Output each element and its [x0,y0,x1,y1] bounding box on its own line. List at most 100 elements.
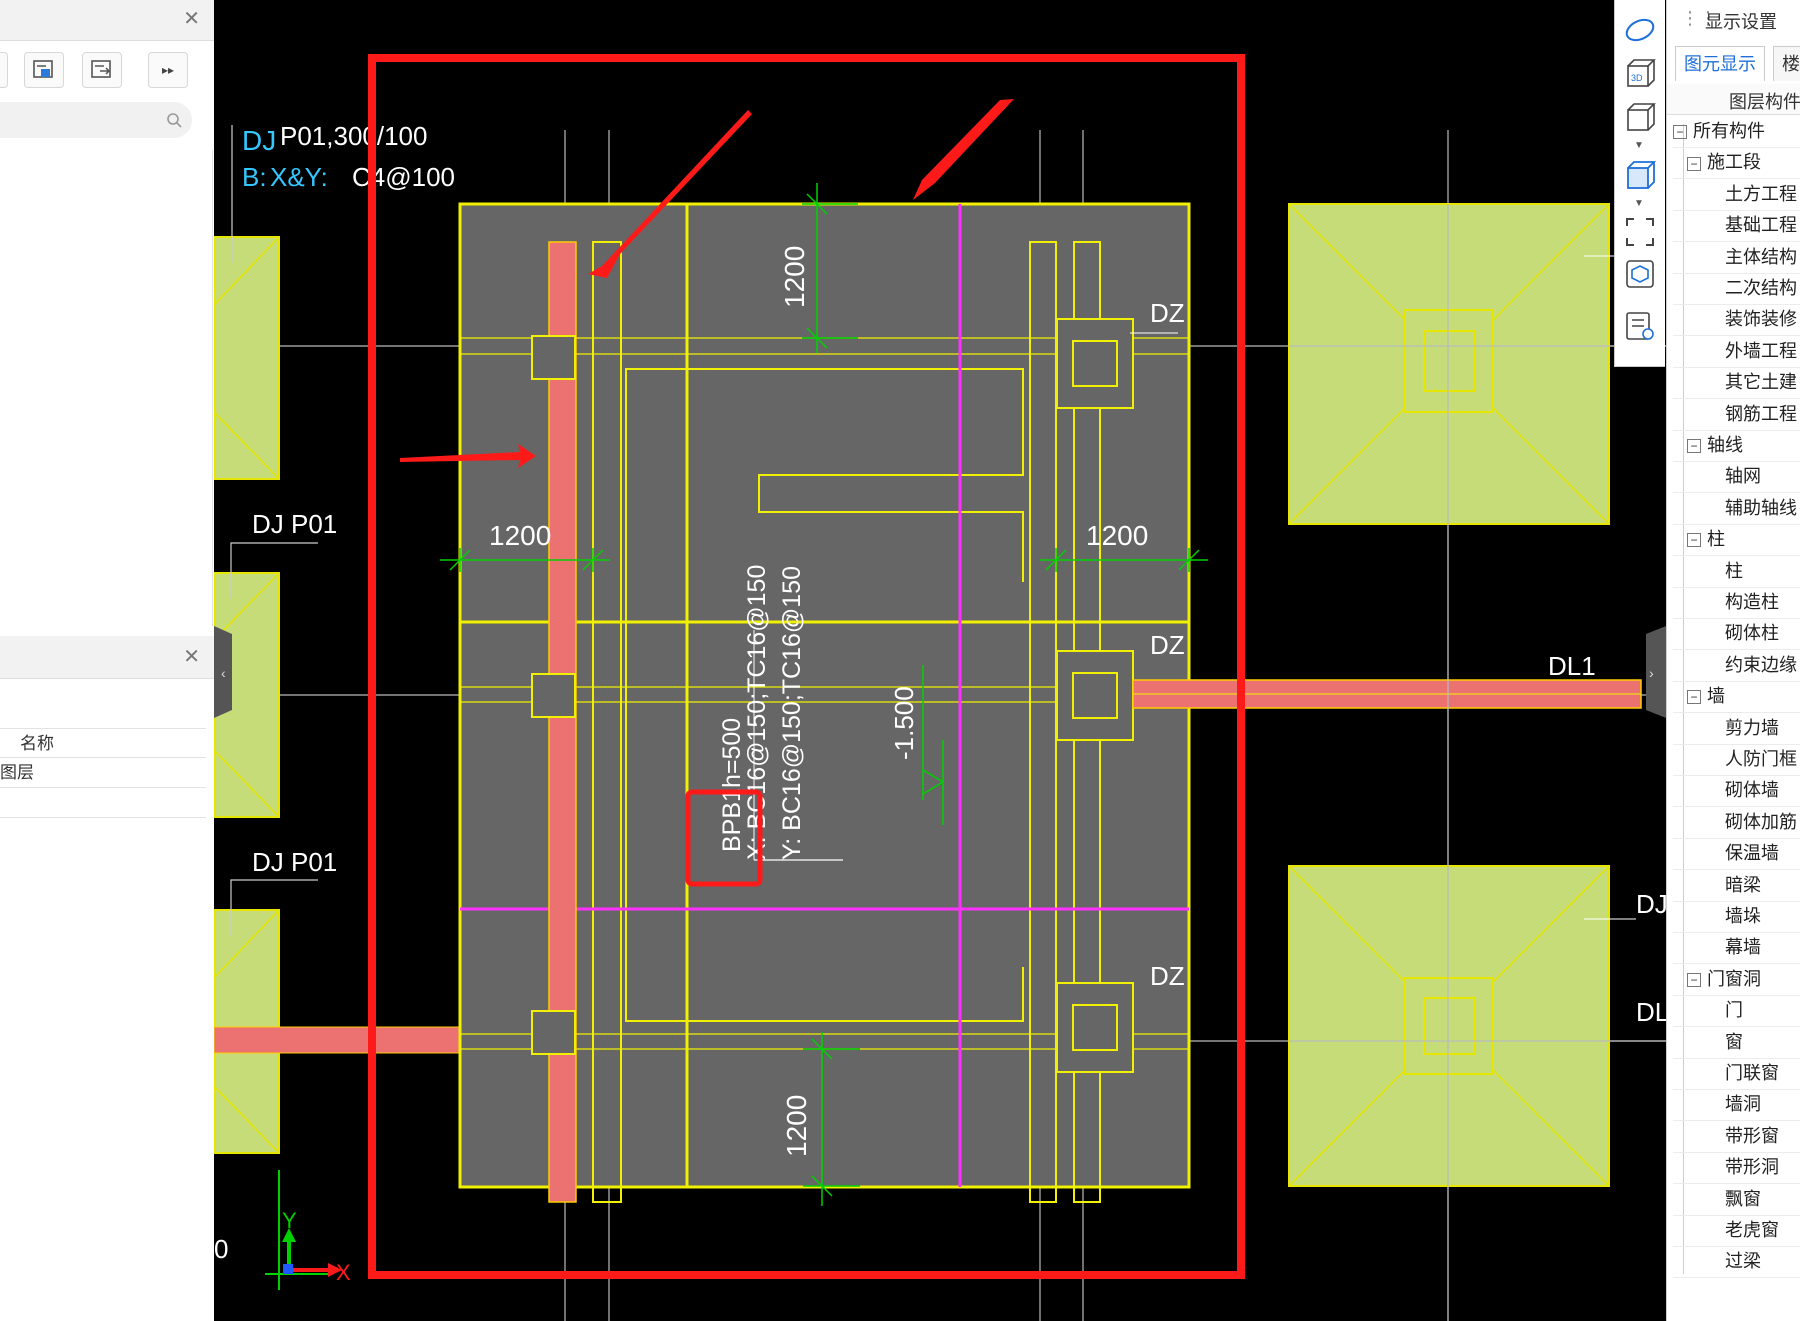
toolbar-button-partial[interactable] [0,52,8,88]
tree-item[interactable]: 剪力墙 [1673,713,1800,745]
svg-text:3D: 3D [1631,73,1643,83]
close-icon[interactable]: ✕ [183,646,200,668]
dl1-label: DL1 [1548,651,1596,681]
collapse-toggle-icon[interactable]: − [1687,439,1701,454]
tree-item[interactable]: 暗梁 [1673,870,1800,902]
tree-item[interactable]: 二次结构 [1673,273,1800,305]
dj-p01-label-1: DJ P01 [252,509,337,539]
collapse-toggle-icon[interactable]: − [1673,125,1687,140]
tree-header: 图层构件 [1667,84,1800,115]
toolbar-button-layer[interactable] [24,52,64,88]
tree-item-label: 土方工程 [1725,183,1797,204]
tree-item-label: 砌体柱 [1725,623,1779,644]
tree-item-label: 约束边缘 [1725,654,1797,675]
tree-item[interactable]: 柱 [1673,556,1800,588]
display-settings-icon[interactable] [1624,310,1656,342]
edge-zero-label: 0 [214,1234,228,1264]
collapse-toggle-icon[interactable]: − [1687,690,1701,705]
fit-view-icon[interactable] [1624,216,1656,248]
tree-item[interactable]: 主体结构 [1673,242,1800,274]
dj-right-label: DJ [1636,889,1666,919]
magenta-lines [460,204,1189,1187]
tree-item[interactable]: 轴网 [1673,461,1800,494]
tree-item-label: 飘窗 [1725,1188,1761,1209]
tree-item[interactable]: 外墙工程 [1673,336,1800,368]
tree-item[interactable]: −所有构件 [1673,116,1800,148]
dim-top-label: 1200 [779,246,810,308]
tree-item[interactable]: 门联窗 [1673,1058,1800,1090]
chevron-down-icon[interactable]: ▼ [1634,198,1644,209]
tree-item-label: 墙垛 [1725,906,1761,926]
tree-item[interactable]: 砌体墙 [1673,775,1800,808]
right-labels: DL1 DJ DL2 [1548,651,1666,1027]
search-input[interactable] [0,102,158,138]
tree-item[interactable]: −柱 [1673,524,1800,557]
collapse-toggle-icon[interactable]: − [1687,973,1701,988]
dz-label-2: DZ [1150,630,1185,660]
close-icon[interactable]: ✕ [183,8,200,30]
view-3d-icon[interactable]: 3D [1624,58,1656,90]
tree-item[interactable]: 辅助轴线 [1673,493,1800,525]
tree-item-label: 过梁 [1725,1251,1761,1272]
tree-item[interactable]: 构造柱 [1673,587,1800,619]
tree-item[interactable]: 钢筋工程 [1673,399,1800,431]
left-panel-header: ✕ [0,0,214,41]
properties-column-header: 名称 [0,728,206,758]
tree-item[interactable]: 砌体加筋 [1673,807,1800,839]
tree-item[interactable]: 其它土建 [1673,367,1800,400]
cad-canvas[interactable]: ‹ [214,0,1666,1321]
xy-label: X&Y: [270,162,328,192]
tab-floor-display[interactable]: 楼层显示 [1773,46,1800,81]
drag-handle-icon[interactable]: ⋮⋮ [1681,8,1717,28]
search-icon[interactable] [166,112,182,128]
slab-y-rebar: Y: BC16@150;TC16@150 [778,566,806,860]
tree-item[interactable]: 墙垛 [1673,901,1800,933]
tree-item[interactable]: 老虎窗 [1673,1215,1800,1247]
tree-item-label: 辅助轴线 [1725,497,1797,518]
tree-item[interactable]: 墙洞 [1673,1089,1800,1122]
collapse-right-tab[interactable] [1646,626,1666,718]
tree-item[interactable]: 窗 [1673,1027,1800,1059]
tree-item[interactable]: −门窗洞 [1673,964,1800,996]
tree-item[interactable]: 装饰装修 [1673,304,1800,337]
tree-item[interactable]: 砌体柱 [1673,618,1800,651]
tree-item[interactable]: 带形洞 [1673,1152,1800,1185]
tree-item-label: 主体结构 [1725,246,1797,267]
collapse-left-tab[interactable] [214,626,232,718]
tree-item-label: 其它土建 [1725,372,1797,393]
chevron-left-icon[interactable]: ‹ [221,665,226,681]
tree-item[interactable]: 保温墙 [1673,838,1800,871]
tree-item[interactable]: 人防门框 [1673,744,1800,776]
component-view-icon[interactable] [1624,258,1656,290]
more-button[interactable]: ▸▸ [148,52,188,88]
toolbar-button-export[interactable] [82,52,122,88]
tab-element-display[interactable]: 图元显示 [1675,46,1765,81]
cube-filled-icon[interactable] [1624,160,1656,192]
tree-item[interactable]: −轴线 [1673,430,1800,462]
dimension-labels: 1200 1200 1200 1200 [489,246,1148,1157]
tree-item[interactable]: 过梁 [1673,1246,1800,1279]
cube-view-icon[interactable] [1624,102,1656,134]
tree-item[interactable]: 带形窗 [1673,1121,1800,1153]
collapse-toggle-icon[interactable]: − [1687,156,1701,171]
orbit-icon[interactable] [1624,14,1656,46]
tree-item-label: 施工段 [1707,152,1761,173]
property-value: 图层 [0,763,34,782]
tree-item-label: 构造柱 [1725,592,1779,612]
chevron-right-icon[interactable]: › [1649,665,1654,681]
tree-item[interactable]: 土方工程 [1673,179,1800,211]
cad-drawing[interactable]: ‹ [214,0,1666,1321]
tree-item[interactable]: 飘窗 [1673,1184,1800,1216]
tree-item[interactable]: 基础工程 [1673,210,1800,243]
tree-item[interactable]: 约束边缘 [1673,650,1800,682]
tree-item[interactable]: −施工段 [1673,147,1800,180]
tree-item[interactable]: −墙 [1673,681,1800,714]
search-box[interactable] [0,102,192,138]
tree-item[interactable]: 门 [1673,995,1800,1028]
slab-bpb1-label: BPB1 [718,788,746,852]
properties-row[interactable]: 图层 [0,758,206,788]
collapse-toggle-icon[interactable]: − [1687,533,1701,548]
tree-item[interactable]: 幕墙 [1673,932,1800,965]
dj-top-label: DJ [242,125,276,156]
chevron-down-icon[interactable]: ▼ [1634,140,1644,151]
